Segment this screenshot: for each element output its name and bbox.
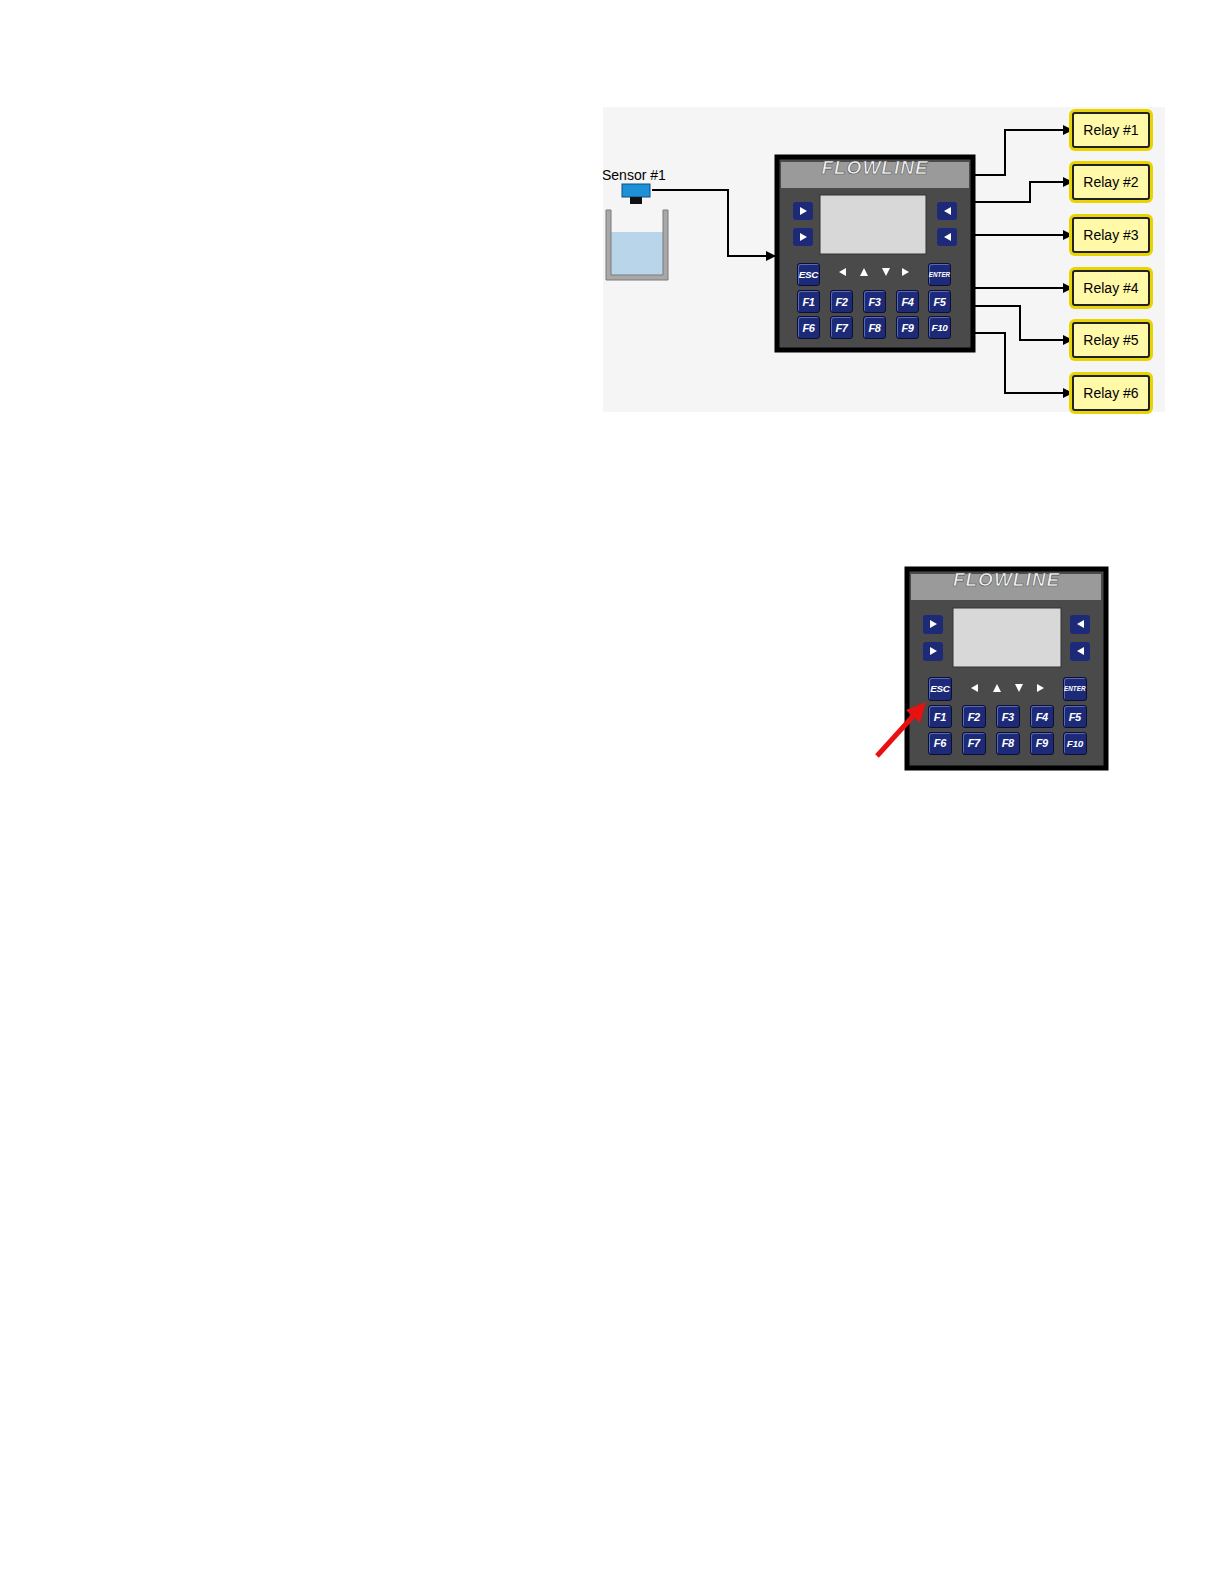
keypad-key: F5	[1063, 705, 1087, 729]
keypad-key: F3	[863, 290, 886, 313]
relay-label: Relay #1	[1083, 122, 1138, 138]
keypad-key: F9	[1030, 732, 1054, 756]
key-label: F6	[934, 737, 946, 749]
key-label: F8	[1002, 737, 1014, 749]
key-label: F1	[934, 711, 946, 723]
key-label: F5	[933, 296, 945, 308]
keypad-key: F7	[830, 316, 853, 339]
key-label: F2	[968, 711, 980, 723]
controller-housing	[777, 157, 973, 350]
keypad-key: F10	[1063, 732, 1087, 756]
controller-housing	[907, 569, 1106, 768]
keypad-key: ESC	[797, 263, 820, 286]
key-label: F8	[868, 322, 880, 334]
sensor-symbol	[622, 184, 650, 204]
tank	[606, 210, 668, 280]
controller-panel: FLOWLINE ESC ENTER F1 F2 F3 F4 F5F6 F7 F8 F9 F10	[905, 567, 1108, 770]
keypad-key: F10	[928, 316, 951, 339]
key-label: F2	[835, 296, 847, 308]
key-label: F1	[802, 296, 814, 308]
key-label: F9	[1036, 737, 1048, 749]
diagram-ground	[603, 107, 1165, 412]
key-label: F3	[1002, 711, 1014, 723]
connector	[975, 287, 1072, 289]
relay-box: Relay #2	[1072, 164, 1150, 200]
relay-box: Relay #3	[1072, 217, 1150, 253]
key-label: ENTER	[929, 271, 950, 278]
keypad-key: F5	[928, 290, 951, 313]
relay-label: Relay #5	[1083, 332, 1138, 348]
relay-box: Relay #1	[1072, 112, 1150, 148]
key-label: F10	[1067, 738, 1083, 749]
connector	[975, 234, 1072, 236]
keypad-key: ENTER	[928, 263, 951, 286]
key-label: F3	[868, 296, 880, 308]
key-label: F7	[968, 737, 980, 749]
key-label: ESC	[799, 269, 818, 280]
connector	[975, 182, 1072, 202]
keypad-key: F6	[928, 732, 952, 756]
keypad-key: F1	[928, 705, 952, 729]
keypad-key: F8	[863, 316, 886, 339]
keypad-key: F6	[797, 316, 820, 339]
key-label: F4	[901, 296, 913, 308]
controller-panel: FLOWLINE ESC ENTER F1 F2 F3 F4 F5F6 F7 F8 F9 F10	[775, 155, 975, 352]
key-label: F5	[1069, 711, 1081, 723]
key-label: F4	[1036, 711, 1048, 723]
keypad-key: F7	[962, 732, 986, 756]
key-label: F6	[802, 322, 814, 334]
key-label: F9	[901, 322, 913, 334]
relay-label: Relay #3	[1083, 227, 1138, 243]
key-label: F7	[835, 322, 847, 334]
sensor: Sensor #1	[598, 167, 654, 205]
keypad-key: F1	[797, 290, 820, 313]
keypad-key: F2	[962, 705, 986, 729]
keypad-key: F3	[996, 705, 1020, 729]
sensor-label: Sensor #1	[602, 167, 666, 183]
keypad-key: F4	[896, 290, 919, 313]
connector	[975, 333, 1072, 393]
relay-box: Relay #6	[1072, 375, 1150, 411]
keypad-key: F8	[996, 732, 1020, 756]
connector	[975, 130, 1072, 175]
key-label: ESC	[930, 683, 949, 694]
key-label: F10	[931, 322, 947, 333]
relay-box: Relay #5	[1072, 322, 1150, 358]
keypad-key: F4	[1030, 705, 1054, 729]
brand-logo: FLOWLINE	[905, 569, 1108, 591]
relay-label: Relay #2	[1083, 174, 1138, 190]
relay-label: Relay #4	[1083, 280, 1138, 296]
relay-label: Relay #6	[1083, 385, 1138, 401]
brand-logo: FLOWLINE	[775, 157, 975, 179]
keypad-key: F9	[896, 316, 919, 339]
relay-box: Relay #4	[1072, 270, 1150, 306]
keypad-key: ENTER	[1063, 677, 1087, 701]
connector	[652, 190, 775, 256]
connector	[975, 306, 1072, 340]
key-label: ENTER	[1064, 685, 1085, 692]
pointer-arrow	[877, 702, 926, 756]
keypad-key: ESC	[928, 677, 952, 701]
keypad-key: F2	[830, 290, 853, 313]
